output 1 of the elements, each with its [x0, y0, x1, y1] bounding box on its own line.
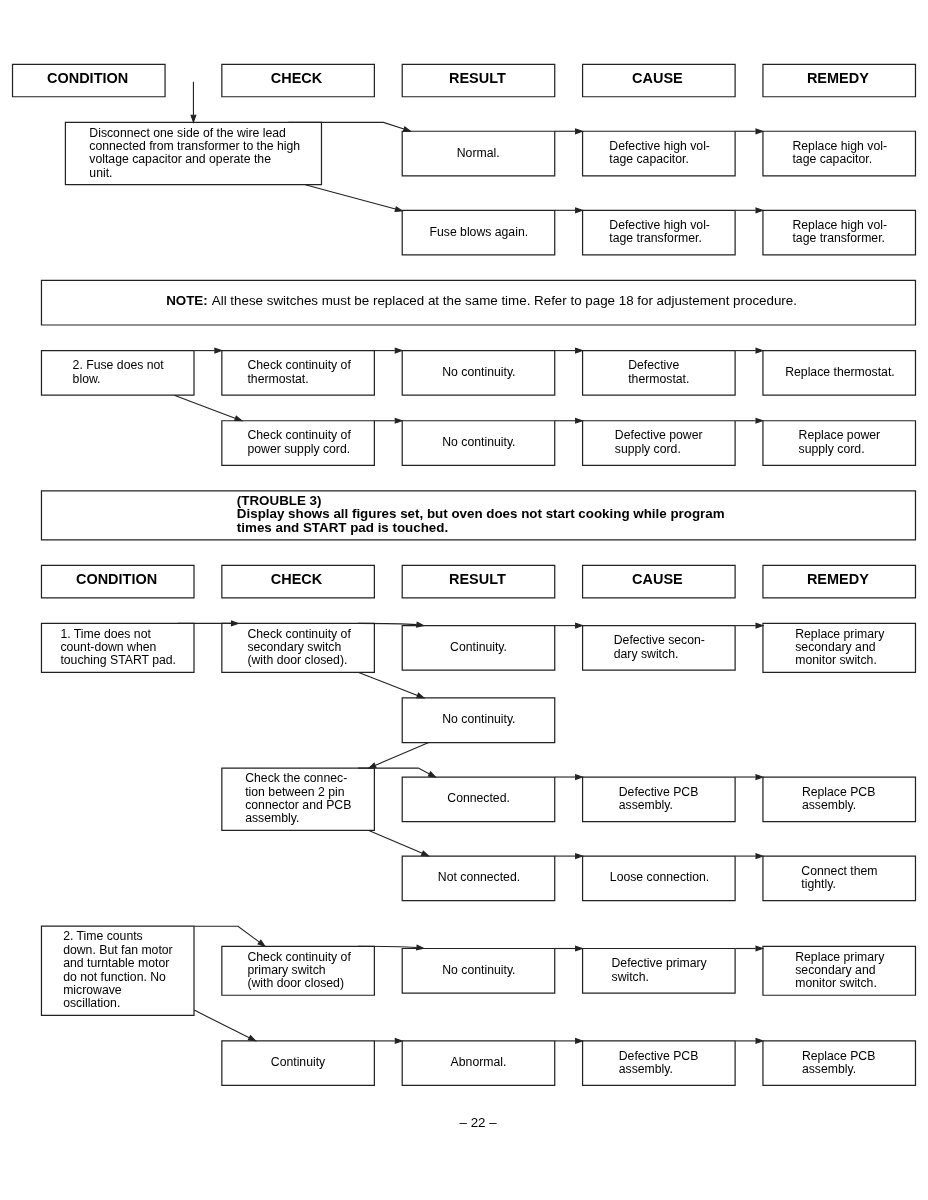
label: – 22 –: [459, 1114, 497, 1130]
